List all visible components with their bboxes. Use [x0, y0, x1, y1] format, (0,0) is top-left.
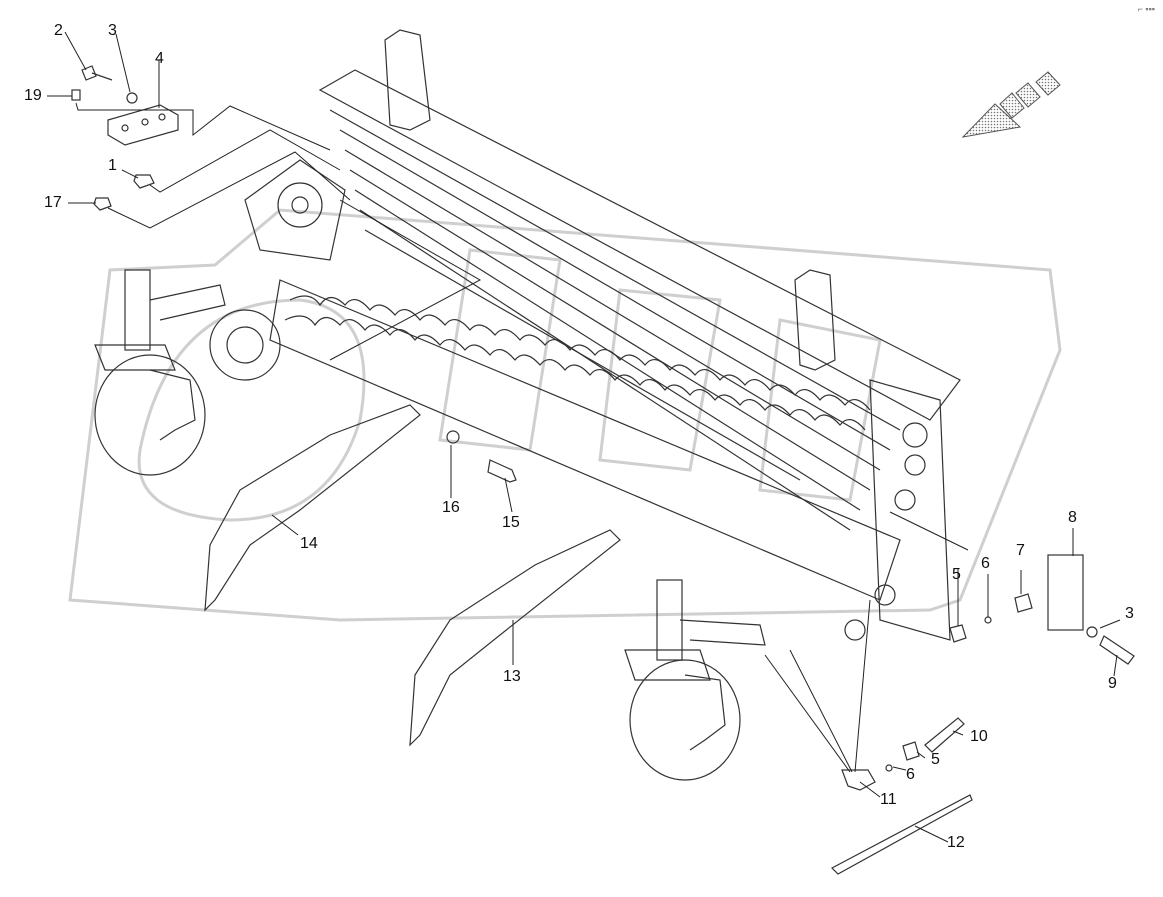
part-19-nut	[71, 89, 81, 101]
part-9-bolt	[1099, 635, 1135, 665]
corner-mark: ⌐ ▪▪▪	[1137, 4, 1155, 14]
main-frame	[244, 29, 961, 641]
callout-15[interactable]: 15	[502, 514, 520, 531]
watermark-logo	[68, 208, 1062, 622]
part-2-bolt	[81, 65, 113, 81]
right-caster-wheel	[624, 579, 766, 781]
callout-14[interactable]: 14	[300, 535, 318, 552]
part-15-bolt	[487, 459, 517, 483]
callout-1[interactable]: 1	[108, 157, 117, 174]
pickup-reel	[209, 279, 901, 601]
part-14-skid	[204, 404, 421, 612]
part-1-nut	[133, 174, 155, 189]
callout-17[interactable]: 17	[44, 194, 62, 211]
callout-19[interactable]: 19	[24, 87, 42, 104]
callout-5[interactable]: 5	[952, 566, 961, 583]
callout-5-lower[interactable]: 5	[931, 751, 940, 768]
callout-7[interactable]: 7	[1016, 542, 1025, 559]
callout-9[interactable]: 9	[1108, 675, 1117, 692]
part-6-washer-lower	[885, 764, 893, 772]
part-10-grease-pin	[924, 717, 965, 753]
callout-16[interactable]: 16	[442, 499, 460, 516]
part-12-cable-tie	[831, 794, 973, 875]
part-3-washer	[126, 92, 138, 104]
part-5-nut-lower	[902, 741, 920, 761]
part-4-clamp-block	[107, 104, 179, 146]
callout-2[interactable]: 2	[54, 22, 63, 39]
callout-6[interactable]: 6	[981, 555, 990, 572]
leader-lines	[47, 31, 1121, 843]
callout-3[interactable]: 3	[108, 22, 117, 39]
callout-13[interactable]: 13	[503, 668, 521, 685]
direction-arrow-icon	[961, 71, 1061, 138]
callout-8[interactable]: 8	[1068, 509, 1077, 526]
callout-4[interactable]: 4	[155, 50, 164, 67]
part-5-nut	[949, 624, 967, 643]
part-16-washer	[446, 430, 460, 444]
callout-10[interactable]: 10	[970, 728, 988, 745]
part-13-skid	[409, 529, 621, 747]
part-6-washer	[984, 616, 992, 624]
callout-6-lower[interactable]: 6	[906, 766, 915, 783]
part-3-washer-right	[1086, 626, 1098, 638]
left-caster-wheel	[94, 269, 226, 476]
callout-12[interactable]: 12	[947, 834, 965, 851]
part-8-block	[1047, 554, 1084, 631]
part-7-fitting	[1014, 593, 1033, 613]
callout-11[interactable]: 11	[880, 791, 897, 808]
part-11-elbow	[841, 769, 876, 791]
callout-3-right[interactable]: 3	[1125, 605, 1134, 622]
